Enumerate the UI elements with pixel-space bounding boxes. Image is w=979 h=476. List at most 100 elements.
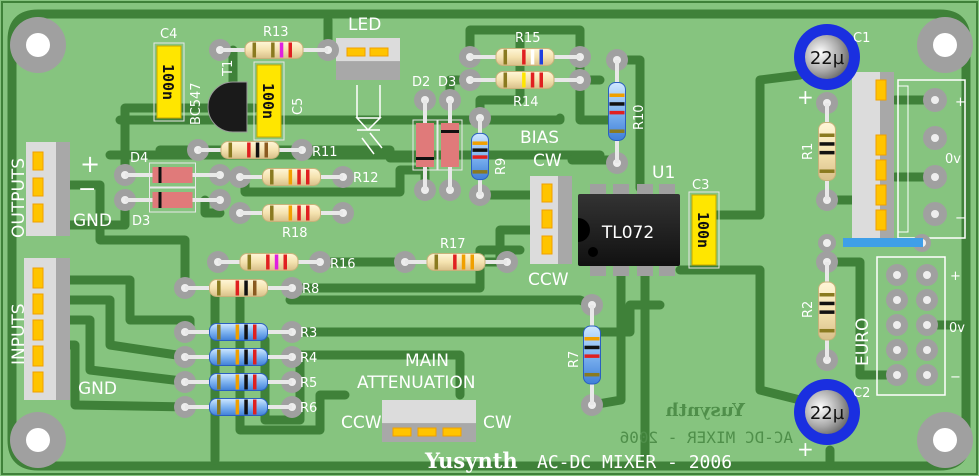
connector-latch — [558, 176, 572, 264]
color-band — [584, 345, 600, 350]
capacitor-body — [156, 45, 182, 119]
diode-d3b: D3 — [114, 187, 231, 229]
main-ccw-label: CCW — [341, 413, 382, 433]
color-band — [217, 349, 221, 365]
brand-logo: Yusynth — [424, 448, 518, 473]
euro-label: EURO — [853, 318, 873, 366]
resistor-r18: R18 — [229, 202, 354, 241]
connector-pin — [32, 151, 44, 171]
color-band — [217, 324, 221, 340]
capacitor-outline — [253, 61, 285, 141]
resistor-label-r5: R5 — [300, 376, 317, 391]
resistor-label-r6: R6 — [300, 401, 317, 416]
diode-body — [441, 123, 459, 167]
connector-pin — [541, 209, 553, 229]
c1-plus-label: + — [797, 85, 814, 109]
color-band — [522, 49, 526, 65]
color-band — [461, 254, 466, 270]
color-band — [244, 399, 248, 415]
euro-minus-label: − — [950, 370, 961, 385]
connector-pin — [875, 159, 887, 181]
color-band — [584, 354, 600, 358]
color-band — [819, 310, 835, 314]
mounting-hole — [933, 428, 957, 452]
cathode-band — [158, 167, 162, 183]
capacitor-body — [691, 194, 717, 266]
color-band — [609, 110, 625, 115]
inputs-gnd-label: GND — [78, 379, 117, 399]
euro-plus-label: + — [950, 269, 961, 284]
color-band — [288, 169, 293, 185]
ic-pin — [590, 266, 606, 276]
resistor-r12: R12 — [229, 166, 379, 188]
connector-pin — [541, 235, 553, 255]
resistor-r5: R5 — [174, 371, 317, 393]
led-label: LED — [348, 15, 381, 35]
color-band — [819, 328, 835, 333]
mounting-holes — [10, 17, 973, 468]
capacitor-label: C2 — [853, 386, 870, 401]
color-band — [522, 72, 526, 88]
transistor-body — [207, 81, 248, 133]
connector-pin — [417, 427, 437, 437]
color-band — [279, 42, 284, 58]
wire-insulation — [843, 238, 923, 247]
color-band — [819, 301, 835, 306]
color-band — [247, 254, 252, 270]
resistor-r3: R3 — [174, 321, 317, 343]
cathode-band — [158, 192, 162, 208]
connector-pin — [875, 184, 887, 206]
diode-label: D3 — [132, 214, 150, 229]
diode-outline — [437, 119, 463, 171]
power-terminal-block — [897, 79, 966, 239]
color-band — [283, 254, 287, 270]
color-band — [539, 49, 543, 65]
color-band — [584, 337, 600, 341]
pad-hole — [923, 371, 931, 379]
connector-pin — [392, 427, 412, 437]
connector-pin — [369, 47, 389, 57]
pad-hole — [931, 173, 939, 181]
resistor-label-r4: R4 — [300, 351, 317, 366]
resistor-r15: R15 — [459, 31, 591, 68]
capacitor-value: 100n — [694, 212, 712, 248]
resistor-label-r17: R17 — [440, 237, 466, 252]
c2-plus-label: + — [797, 437, 814, 461]
color-band — [253, 349, 257, 365]
pad-hole — [893, 346, 901, 354]
pad-hole — [923, 296, 931, 304]
color-band — [266, 254, 270, 270]
pad-hole — [893, 371, 901, 379]
ic-value: TL072 — [601, 223, 654, 243]
transistor-ref: T1 — [221, 60, 236, 77]
mounting-hole — [933, 33, 957, 57]
color-band — [235, 324, 240, 340]
resistor-label-r12: R12 — [353, 171, 379, 186]
resistor-r1: R1 — [801, 92, 838, 211]
color-band — [503, 72, 508, 88]
color-band — [253, 374, 257, 390]
color-band — [217, 280, 221, 296]
terminal-inner — [897, 85, 909, 233]
resistor-r9: R9 — [469, 107, 509, 206]
led-symbol — [355, 85, 383, 155]
color-band — [235, 374, 240, 390]
ic-pin1-dot — [588, 247, 598, 257]
euro-power-header — [876, 256, 946, 396]
mounting-hole — [26, 33, 50, 57]
bias-ccw-label: CCW — [528, 270, 569, 290]
cathode-band — [416, 157, 434, 160]
ic-pin — [637, 184, 653, 194]
color-band — [609, 93, 625, 97]
outputs-gnd-label: GND — [73, 211, 112, 231]
capacitor-label: C1 — [853, 31, 870, 46]
resistor-r4: R4 — [174, 346, 317, 368]
capacitor-label: C3 — [692, 178, 709, 193]
capacitor-top — [805, 390, 849, 434]
transistor-value: BC547 — [189, 82, 204, 125]
